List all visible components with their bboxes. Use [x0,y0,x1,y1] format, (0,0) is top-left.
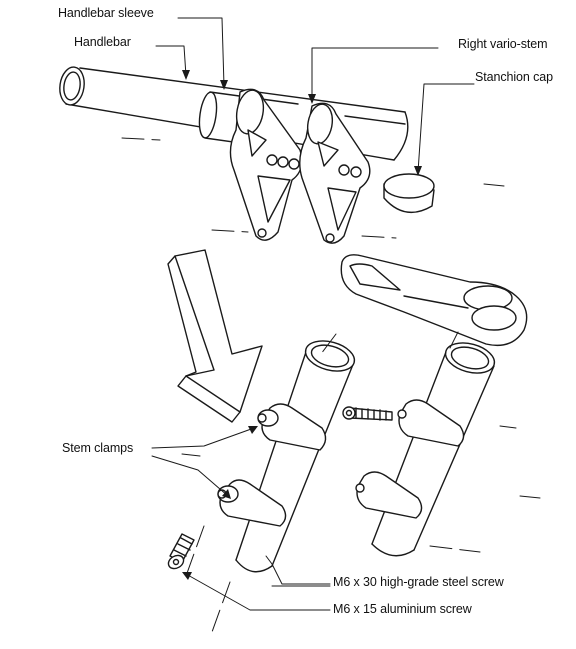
axis-lines [121,137,541,633]
label-stanchion-cap: Stanchion cap [475,70,553,84]
right-stanchion [371,342,496,557]
stanchion-cap [383,173,435,214]
label-handlebar: Handlebar [74,35,131,49]
handlebar-right-edge [344,115,406,125]
upper-stem-clamp [257,403,327,451]
leader-arrowheads [182,70,422,580]
left-vario-stem [229,88,303,241]
label-aluminium-screw: M6 x 15 aluminium screw [333,602,472,616]
right-upper-stem-clamp [397,399,465,447]
label-handlebar-sleeve: Handlebar sleeve [58,6,154,20]
label-stem-clamps: Stem clamps [62,441,134,455]
label-right-vario-stem: Right vario-stem [458,37,548,51]
aluminium-screw [167,533,195,570]
left-stanchion [235,340,356,573]
label-steel-screw: M6 x 30 high-grade steel screw [333,575,504,589]
right-vario-stem [299,102,371,244]
leader-lines [151,17,475,611]
assembly-direction-arrow [167,249,263,423]
handlebar-tube [59,66,409,161]
steel-screw [342,406,393,421]
fork-crown [340,254,528,347]
right-lower-stem-clamp [355,471,423,519]
lower-stem-clamp [217,479,287,527]
